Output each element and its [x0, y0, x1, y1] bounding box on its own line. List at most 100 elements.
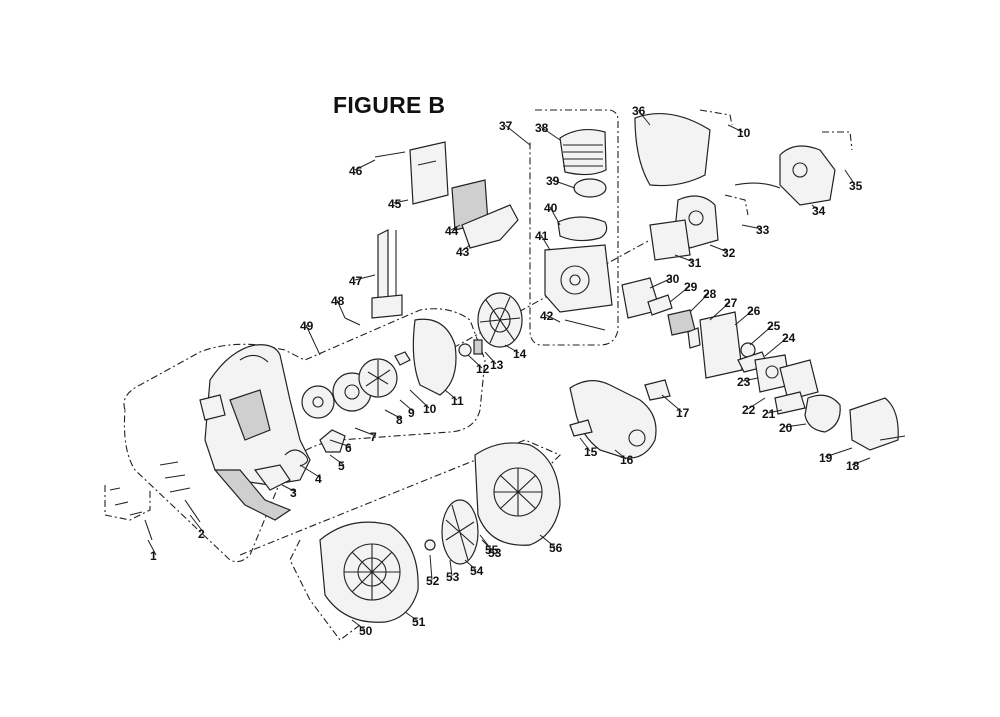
callout-leader-19: [824, 447, 853, 458]
part-46-screw: [374, 151, 406, 158]
part-6-pulley: [301, 385, 335, 419]
part-16-fuel-tank: [569, 380, 657, 459]
callout-label-26: 26: [747, 304, 761, 318]
callout-label-39: 39: [546, 174, 560, 188]
callout-leader-4: [299, 464, 322, 479]
callout-leader-27: [709, 301, 731, 321]
callout-leader-46: [354, 159, 376, 171]
part-39-piston: [573, 178, 607, 198]
callout-label-24: 24: [782, 331, 796, 345]
part-47-ignition-coil: [371, 229, 403, 319]
part-2-bolts: [159, 461, 201, 523]
callout-label-40: 40: [544, 201, 558, 215]
part-1-bolts: [109, 487, 153, 541]
part-8-rewind-reel: [358, 358, 398, 398]
callout-leader-43: [461, 244, 471, 252]
part-51-fan-cover: [319, 521, 419, 623]
callout-label-54: 54: [470, 564, 484, 578]
part-11-starter-cover: [412, 318, 457, 396]
callout-leader-32: [709, 244, 729, 253]
part-26-plate: [699, 311, 743, 379]
callout-label-2: 2: [198, 527, 205, 541]
part-43-filter-plate: [461, 204, 519, 249]
callout-leader-39: [551, 179, 576, 189]
callout-leader-5: [329, 454, 345, 466]
callout-leader-47: [354, 274, 376, 281]
part-12-washer: [458, 343, 472, 357]
callout-leader-44: [450, 224, 461, 231]
callout-label-20: 20: [779, 421, 793, 435]
callout-leader-41: [540, 234, 551, 251]
callout-label-13: 13: [490, 358, 504, 372]
callout-label-21: 21: [762, 407, 776, 421]
callout-label-37: 37: [499, 119, 513, 133]
part-34-motor: [734, 145, 836, 206]
part-56-fan-housing: [474, 442, 561, 546]
part-54-impeller: [441, 499, 479, 565]
part-14-flywheel: [477, 292, 523, 348]
callout-leader-50: [351, 619, 366, 631]
callout-label-50: 50: [359, 624, 373, 638]
part-13-nut: [473, 339, 483, 355]
callout-leader-51: [404, 611, 419, 622]
callout-leader-48: [336, 299, 346, 319]
callout-leader-17: [661, 394, 683, 413]
callout-leader-6: [329, 439, 352, 448]
part-42-screw: [564, 319, 606, 331]
part-40-gasket: [557, 216, 608, 242]
callout-label-18: 18: [846, 459, 860, 473]
callout-leader-10: [409, 389, 430, 409]
callout-label-53: 53: [488, 546, 502, 560]
callout-leader-22: [747, 397, 766, 410]
callout-leader-34: [811, 204, 819, 211]
callout-label-3: 3: [290, 486, 297, 500]
callout-leader-1: [147, 539, 157, 556]
callout-leader-33: [741, 224, 763, 230]
callout-label-41: 41: [535, 229, 549, 243]
callout-label-14: 14: [513, 347, 527, 361]
part-31-gasket: [649, 219, 691, 261]
callout-leader-24: [764, 336, 789, 357]
callout-leader-35: [844, 169, 856, 186]
callout-leader-53: [481, 539, 495, 553]
callout-leader-31: [674, 254, 695, 263]
part-22-throttle: [779, 359, 819, 401]
callout-leader-36: [637, 109, 651, 126]
part-36-top-cover: [634, 113, 711, 187]
callout-label-4: 4: [315, 472, 322, 486]
callout-label-15: 15: [584, 445, 598, 459]
callout-label-27: 27: [724, 296, 738, 310]
group-outline-33: [724, 194, 749, 216]
callout-label-51: 51: [412, 615, 426, 629]
callout-leader-11: [444, 389, 458, 401]
callout-leader-23: [742, 377, 759, 382]
callout-leader-14: [504, 344, 520, 354]
callout-label-34: 34: [812, 204, 826, 218]
part-17-strap: [644, 379, 671, 401]
callout-label-9: 9: [408, 406, 415, 420]
callout-leader-7: [354, 427, 377, 437]
callout-leader-13: [484, 351, 497, 365]
callout-leader-53: [449, 559, 453, 577]
callout-label-1: 1: [150, 549, 157, 563]
callout-label-25: 25: [767, 319, 781, 333]
part-21-filter-base: [774, 391, 806, 415]
callout-label-12: 12: [476, 362, 490, 376]
callout-label-7: 7: [370, 430, 377, 444]
callout-leader-30: [649, 277, 673, 289]
group-outline-37: [529, 109, 619, 346]
part-4-spring: [284, 449, 309, 467]
callout-label-16: 16: [620, 453, 634, 467]
figure-title: FIGURE B: [333, 92, 446, 118]
part-29-spacer: [647, 294, 673, 316]
part-18-screw: [879, 435, 906, 441]
callout-label-31: 31: [688, 256, 702, 270]
callout-leader-37: [504, 124, 531, 146]
callout-leader-29: [669, 285, 691, 303]
callout-label-38: 38: [535, 121, 549, 135]
callout-leader-25: [749, 324, 774, 346]
callout-label-11: 11: [451, 394, 464, 408]
callout-label-6: 6: [345, 441, 352, 455]
callout-label-35: 35: [849, 179, 863, 193]
part-19-air-cover: [849, 397, 899, 451]
